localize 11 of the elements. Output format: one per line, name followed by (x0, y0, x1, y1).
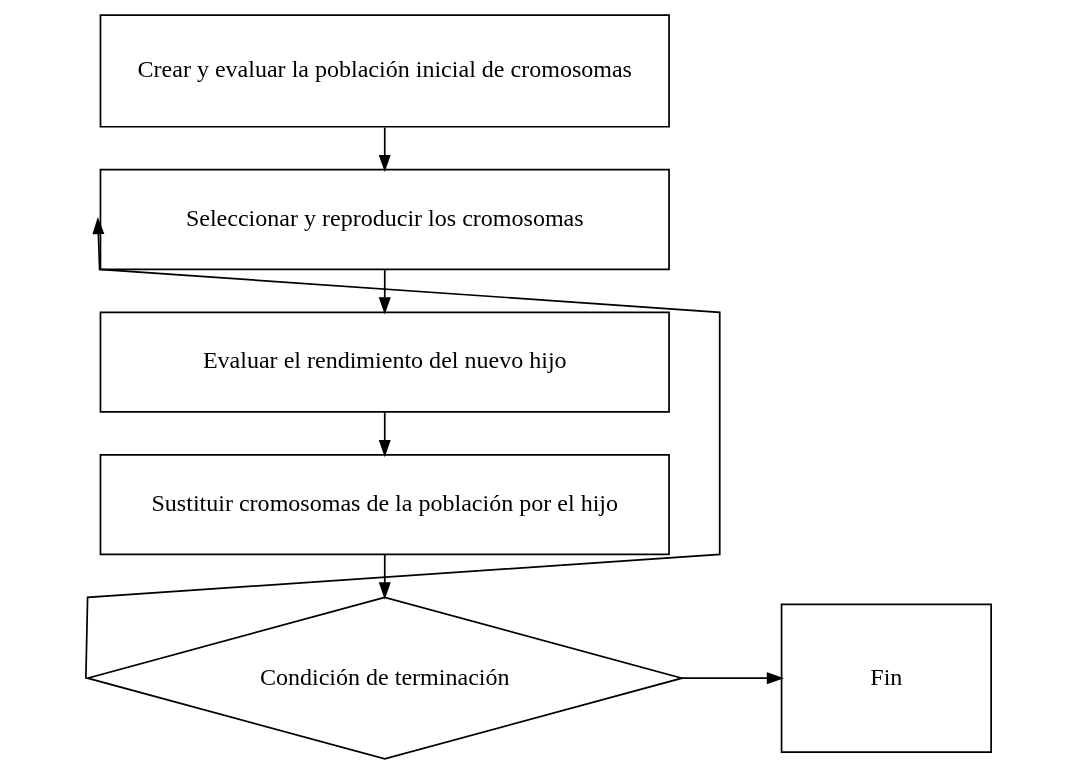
node-box: Sustituir cromosomas de la población por el hijo (99, 454, 670, 556)
node-box: Seleccionar y reproducir los cromosomas (99, 168, 670, 271)
arrow (378, 411, 391, 458)
node-box: Evaluar el rendimiento del nuevo hijo (99, 311, 670, 413)
arrow (378, 126, 391, 173)
arrow (681, 672, 784, 685)
arrow (378, 553, 391, 600)
arrow (378, 269, 391, 315)
node-box: Crear y evaluar la población inicial de cromosomas (99, 14, 670, 128)
arrow (85, 216, 721, 679)
node-box: Fin (780, 603, 992, 753)
